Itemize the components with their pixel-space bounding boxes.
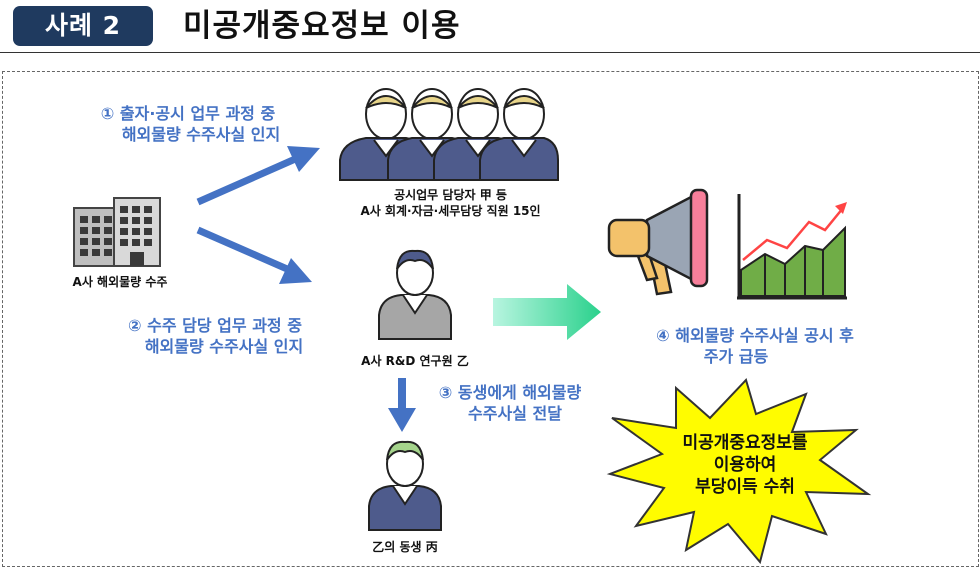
sibling-icon xyxy=(368,440,442,531)
step4-line1: ④ 해외물량 수주사실 공시 후 xyxy=(656,326,854,345)
page-header: 사례 2 미공개중요정보 이용 xyxy=(0,0,980,52)
step3-label: ③ 동생에게 해외물량 수주사실 전달 xyxy=(410,382,610,424)
step3-line1: ③ 동생에게 해외물량 xyxy=(438,383,582,402)
step2-label: ② 수주 담당 업무 과정 중 해외물량 수주사실 인지 xyxy=(95,315,335,357)
arrow-to-group xyxy=(196,146,320,206)
researcher-label: A사 R&D 연구원 乙 xyxy=(361,354,469,368)
rising-stock-chart-icon xyxy=(737,194,847,300)
diagram-frame xyxy=(2,71,979,567)
case-badge: 사례 2 xyxy=(13,6,153,46)
burst-line1: 미공개중요정보를 xyxy=(682,433,808,453)
step3-line2: 수주사실 전달 xyxy=(468,404,562,423)
arrow-to-researcher xyxy=(196,226,312,284)
burst-line2: 이용하여 xyxy=(713,455,777,475)
sibling-label: 乙의 동생 丙 xyxy=(372,540,438,554)
step1-label: ① 출자·공시 업무 과정 중 해외물량 수주사실 인지 xyxy=(68,103,308,145)
researcher-icon xyxy=(378,249,452,340)
step2-line2: 해외물량 수주사실 인지 xyxy=(144,337,304,356)
group-line2: A사 회계·자금·세무담당 직원 15인 xyxy=(360,204,541,218)
page-title: 미공개중요정보 이용 xyxy=(183,8,461,44)
header-divider xyxy=(0,52,980,53)
burst-line3: 부당이득 수취 xyxy=(695,477,795,497)
green-arrow xyxy=(493,284,601,340)
step2-line1: ② 수주 담당 업무 과정 중 xyxy=(128,316,302,335)
building-icon xyxy=(73,197,161,267)
megaphone-icon xyxy=(607,188,709,296)
group-line1: 공시업무 담당자 甲 등 xyxy=(394,188,507,202)
step4-line2: 주가 급등 xyxy=(703,347,769,366)
arrow-to-sibling xyxy=(388,378,416,432)
explosion-burst-shape xyxy=(606,378,872,565)
step4-label: ④ 해외물량 수주사실 공시 후 주가 급등 xyxy=(620,325,890,367)
group-label: 공시업무 담당자 甲 등 A사 회계·자금·세무담당 직원 15인 xyxy=(338,187,563,219)
step1-line2: 해외물량 수주사실 인지 xyxy=(121,125,281,144)
burst-text: 미공개중요정보를 이용하여 부당이득 수취 xyxy=(655,432,835,498)
step1-line1: ① 출자·공시 업무 과정 중 xyxy=(100,104,276,123)
company-label: A사 해외물량 수주 xyxy=(72,275,168,289)
employee-group-icon xyxy=(339,88,559,181)
